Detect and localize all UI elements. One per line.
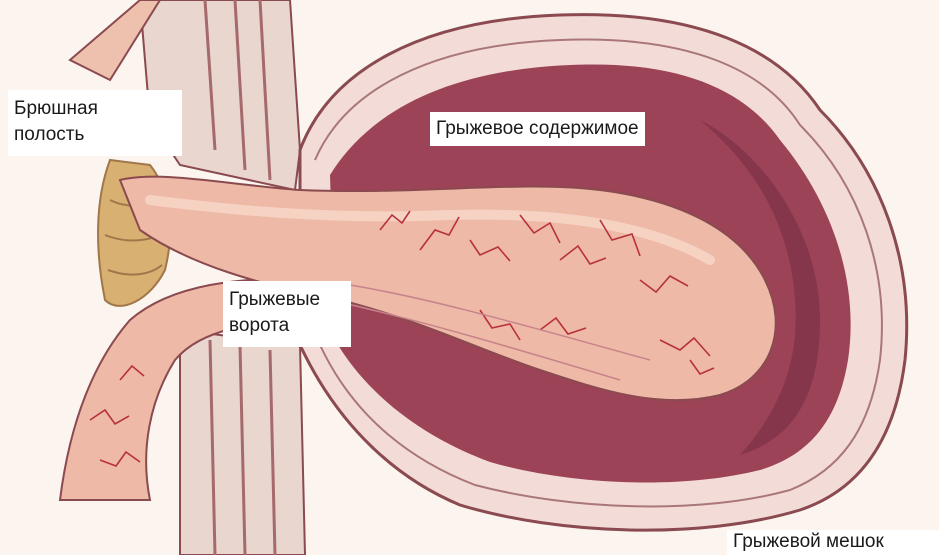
label-hernia-gate: Грыжевые ворота — [223, 281, 351, 347]
label-abdominal-cavity: Брюшная полость — [8, 90, 182, 156]
label-hernia-sac: Грыжевой мешок — [727, 530, 939, 555]
label-hernia-contents: Грыжевое содержимое — [430, 112, 645, 146]
